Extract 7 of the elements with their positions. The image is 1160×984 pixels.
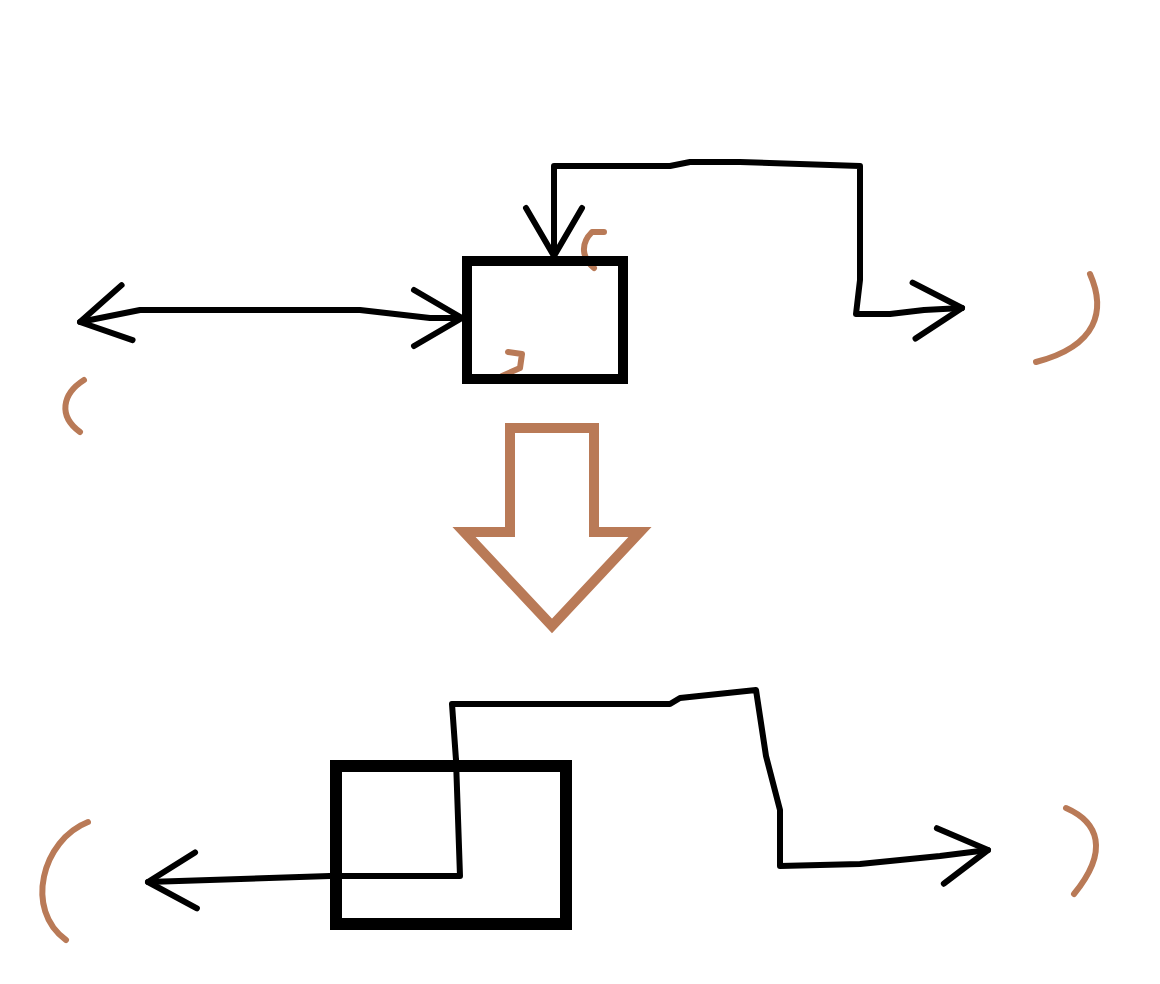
arrow	[145, 849, 333, 912]
double-arrow	[77, 282, 465, 349]
block-arrow	[452, 423, 652, 634]
square-box	[330, 760, 572, 930]
square-box	[462, 256, 628, 384]
double-arrow	[523, 159, 965, 342]
arrow	[449, 687, 991, 887]
